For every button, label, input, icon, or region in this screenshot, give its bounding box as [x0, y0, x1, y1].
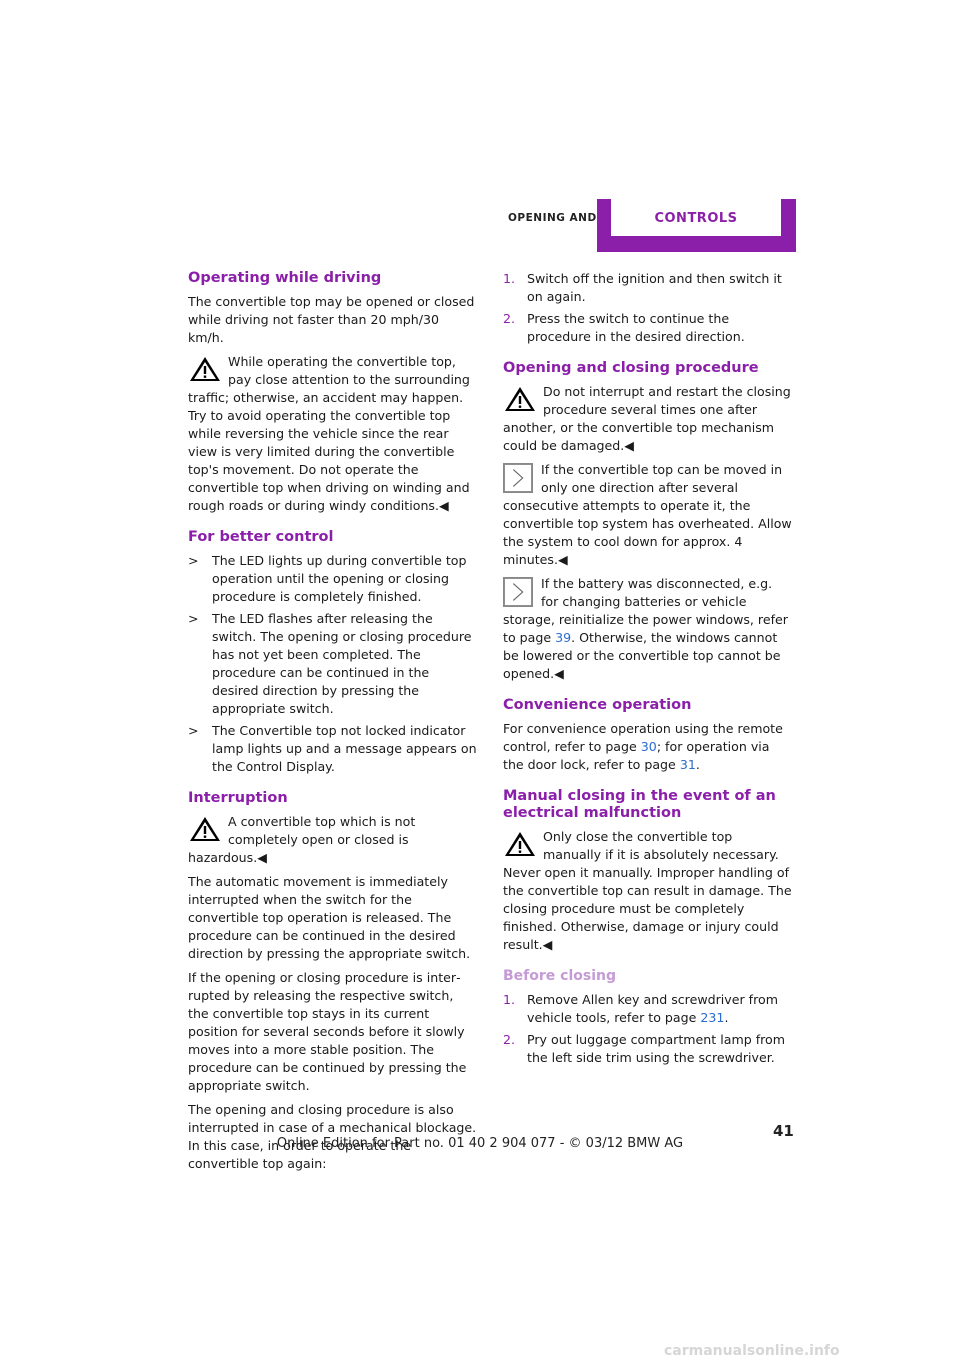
paragraph: The opening and closing procedure is als… [188, 1102, 477, 1171]
list-item: 1.Remove Allen key and screwdriver from … [503, 992, 778, 1025]
heading-before-closing: Before closing [503, 968, 616, 984]
page-link-39[interactable]: 39 [555, 630, 572, 645]
right-column: 1.Switch off the ignition and then switc… [503, 270, 793, 1073]
list-item: >The Convertible top not locked indicato… [188, 723, 477, 774]
numbered-list: 1.Switch off the ignition and then switc… [503, 270, 793, 346]
page-link-31[interactable]: 31 [679, 757, 696, 772]
warning-icon [190, 357, 220, 381]
paragraph: The automatic movement is immediately in… [188, 874, 471, 961]
warning-icon [505, 387, 535, 411]
bullet-list: >The LED lights up during convertible to… [188, 552, 478, 776]
footer-edition: Online Edition for Part no. 01 40 2 904 … [276, 1136, 684, 1151]
header-tab-inner [611, 199, 781, 236]
paragraph: If the opening or closing procedure is i… [188, 970, 467, 1093]
note-block: If the convertible top can be moved in o… [503, 461, 793, 569]
numbered-list: 1.Remove Allen key and screwdriver from … [503, 991, 793, 1067]
list-item: 2.Press the switch to continue the proce… [503, 311, 745, 344]
paragraph: For convenience operation using the remo… [503, 721, 783, 772]
page-number: 41 [773, 1122, 794, 1140]
heading-for-better-control: For better control [188, 529, 334, 545]
warning-text: A convertible top which is not completel… [188, 814, 416, 865]
watermark: carmanualsonline.info [664, 1343, 840, 1359]
warning-icon [505, 832, 535, 856]
heading-manual-closing: Manual closing in the event of an electr… [503, 788, 776, 821]
heading-interruption: Interruption [188, 790, 288, 806]
note-arrow-icon [503, 577, 533, 607]
list-item: 1.Switch off the ignition and then switc… [503, 271, 782, 304]
list-item: 2.Pry out luggage compartment lamp from … [503, 1032, 786, 1065]
note-block: If the battery was disconnected, e.g. fo… [503, 576, 788, 681]
warning-icon [190, 817, 220, 841]
left-column: Operating while driving The convertible … [188, 270, 478, 1179]
warning-block: A convertible top which is not completel… [188, 813, 478, 867]
note-arrow-icon [503, 463, 533, 493]
warning-text: Do not interrupt and restart the closing… [503, 384, 791, 453]
warning-text: Only close the convertible top manually … [503, 829, 792, 952]
warning-block: Only close the convertible top manually … [503, 828, 793, 954]
page-link-231[interactable]: 231 [700, 1010, 725, 1025]
heading-operating-while-driving: Operating while driving [188, 270, 382, 286]
page-link-30[interactable]: 30 [640, 739, 657, 754]
list-item: >The LED flashes after releasing the swi… [188, 611, 472, 716]
note-text: If the convertible top can be moved in o… [503, 462, 792, 567]
warning-text: While operating the convertible top, pay… [188, 354, 470, 513]
warning-block: While operating the convertible top, pay… [188, 353, 478, 515]
list-item: >The LED lights up during convertible to… [188, 553, 467, 604]
heading-convenience-operation: Convenience operation [503, 697, 692, 713]
paragraph: The convertible top may be opened or clo… [188, 294, 475, 345]
chapter-tab-label: Controls [654, 211, 738, 226]
heading-opening-closing-procedure: Opening and closing procedure [503, 360, 759, 376]
warning-block: Do not interrupt and restart the closing… [503, 383, 793, 455]
